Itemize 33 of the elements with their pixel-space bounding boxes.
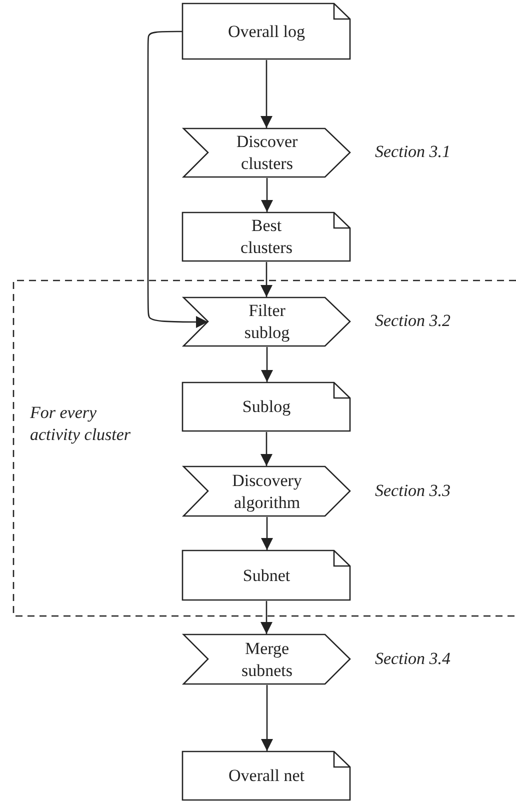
document-shape xyxy=(182,3,351,60)
document-shape xyxy=(182,751,351,801)
section-reference: Section 3.1 xyxy=(375,142,451,162)
step-label: Overall net xyxy=(228,765,306,787)
arrow xyxy=(261,347,273,382)
step-label: Discover clusters xyxy=(235,131,299,175)
arrow xyxy=(147,30,208,328)
section-reference: Section 3.4 xyxy=(375,648,451,668)
step-label: Merge subnets xyxy=(240,638,294,682)
document-shape xyxy=(182,382,351,432)
step-label: Overall log xyxy=(227,20,306,42)
document-shape xyxy=(182,212,351,262)
step-label: Sublog xyxy=(241,396,292,418)
arrow xyxy=(260,262,272,297)
process-step-shape xyxy=(183,297,351,347)
process-step-shape xyxy=(183,466,351,517)
arrow xyxy=(260,601,272,634)
arrow xyxy=(260,432,272,466)
process-step-shape xyxy=(183,634,351,685)
step-label: Filter sublog xyxy=(243,300,291,344)
step-label: Subnet xyxy=(242,564,292,586)
step-label: Best clusters xyxy=(240,215,294,259)
section-reference: Section 3.2 xyxy=(375,311,451,331)
arrow xyxy=(261,178,273,212)
loop-note: For every activity cluster xyxy=(30,402,132,446)
step-label: Discovery algorithm xyxy=(231,470,303,514)
section-reference: Section 3.3 xyxy=(375,480,451,500)
dashed-region xyxy=(13,280,516,617)
arrow xyxy=(260,60,272,128)
process-step-shape xyxy=(183,128,351,178)
document-shape xyxy=(182,550,351,601)
arrow xyxy=(261,685,273,751)
arrow xyxy=(261,517,273,550)
